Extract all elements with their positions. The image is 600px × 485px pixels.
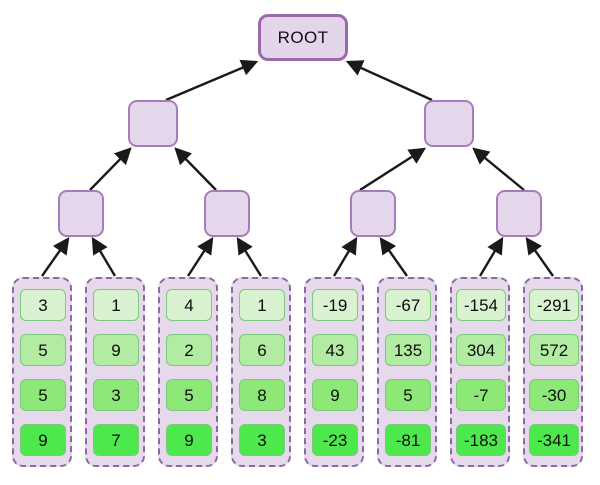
leaf-cell[interactable]: -23 [312, 424, 358, 456]
leaf-cell[interactable]: 7 [93, 424, 139, 456]
leaf-group[interactable]: -19 43 9 -23 [304, 277, 364, 467]
leaf-cell[interactable]: 9 [93, 334, 139, 366]
leaf-cell[interactable]: -81 [385, 424, 431, 456]
edge-g5-l2c [379, 237, 408, 277]
leaf-cell[interactable]: 3 [20, 289, 66, 321]
leaf-group[interactable]: 3 5 5 9 [12, 277, 72, 467]
internal-node-l2-2[interactable] [350, 190, 396, 237]
edge-l2a-l1a [89, 147, 132, 191]
leaf-group[interactable]: -67 135 5 -81 [377, 277, 437, 467]
leaf-cell[interactable]: 5 [166, 379, 212, 411]
leaf-group[interactable]: 1 9 3 7 [85, 277, 145, 467]
edge-g4-l2c [332, 236, 358, 277]
edge-l2d-l1b [472, 147, 525, 191]
leaf-cell[interactable]: 304 [456, 334, 506, 366]
edge-g0-l2a [41, 237, 70, 277]
leaf-cell[interactable]: -291 [529, 289, 579, 321]
leaf-cell[interactable]: 43 [312, 334, 358, 366]
edge-l1a-root [165, 59, 259, 102]
leaf-group[interactable]: 1 6 8 3 [231, 277, 291, 467]
leaf-cell[interactable]: 1 [239, 289, 285, 321]
leaf-cell[interactable]: -154 [456, 289, 506, 321]
leaf-cell[interactable]: 1 [93, 289, 139, 321]
leaf-group[interactable]: -154 304 -7 -183 [450, 277, 510, 467]
leaf-cell[interactable]: -7 [456, 379, 506, 411]
edge-l1b-root [345, 60, 433, 102]
edge-g3-l2b [236, 236, 263, 277]
internal-node-l2-3[interactable] [496, 190, 542, 237]
leaf-cell[interactable]: -30 [529, 379, 579, 411]
leaf-cell[interactable]: -19 [312, 289, 358, 321]
leaf-group[interactable]: 4 2 5 9 [158, 277, 218, 467]
leaf-cell[interactable]: -341 [529, 424, 579, 456]
leaf-cell[interactable]: -67 [385, 289, 431, 321]
root-node[interactable]: ROOT [258, 14, 348, 61]
internal-node-l2-0[interactable] [58, 190, 104, 237]
internal-node-l1-0[interactable] [128, 100, 178, 147]
leaf-cell[interactable]: 135 [385, 334, 431, 366]
edge-g6-l2d [478, 236, 504, 277]
leaf-cell[interactable]: -183 [456, 424, 506, 456]
edge-g1-l2a [91, 236, 117, 277]
edge-g2-l2b [186, 236, 214, 277]
leaf-cell[interactable]: 9 [20, 424, 66, 456]
internal-node-l2-1[interactable] [204, 190, 250, 237]
leaf-group[interactable]: -291 572 -30 -341 [523, 277, 583, 467]
leaf-cell[interactable]: 9 [312, 379, 358, 411]
root-label: ROOT [277, 27, 329, 47]
leaf-cell[interactable]: 5 [20, 334, 66, 366]
edge-g7-l2d [525, 237, 554, 277]
leaf-cell[interactable]: 572 [529, 334, 579, 366]
leaf-cell[interactable]: 3 [93, 379, 139, 411]
leaf-cell[interactable]: 3 [239, 424, 285, 456]
leaf-cell[interactable]: 2 [166, 334, 212, 366]
leaf-cell[interactable]: 6 [239, 334, 285, 366]
edge-l2c-l1b [359, 147, 427, 192]
leaf-cell[interactable]: 5 [20, 379, 66, 411]
edge-l2b-l1a [174, 147, 217, 191]
leaf-cell[interactable]: 9 [166, 424, 212, 456]
leaf-cell[interactable]: 4 [166, 289, 212, 321]
internal-node-l1-1[interactable] [424, 100, 474, 147]
leaf-cell[interactable]: 5 [385, 379, 431, 411]
leaf-cell[interactable]: 8 [239, 379, 285, 411]
